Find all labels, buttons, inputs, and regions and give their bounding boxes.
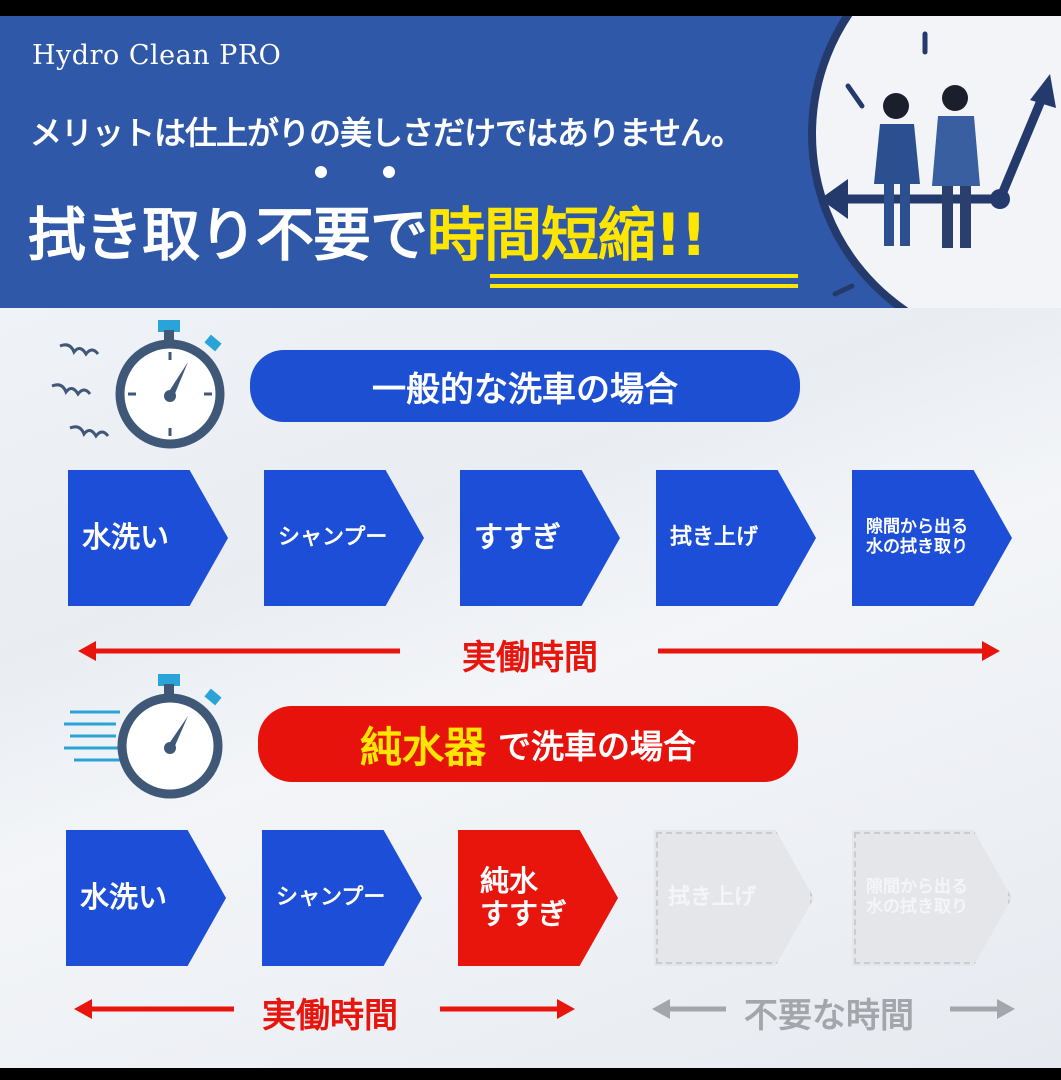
headline: 拭き取り不要で時間短縮!! (28, 188, 707, 272)
headline-yellow: 時間短縮!! (427, 201, 707, 269)
step-wipe-gaps-unneeded: 隙間から出る 水の拭き取り (852, 830, 1012, 966)
pure-water-device-highlight: 純水器 (359, 722, 486, 772)
step-shampoo: シャンプー (264, 470, 424, 606)
headline-white: 拭き取り不要で (28, 201, 428, 269)
pure-water-wash-title: 純水器で洗車の場合 (258, 706, 798, 782)
step-wipe: 拭き上げ (656, 470, 816, 606)
normal-wash-title: 一般的な洗車の場合 (250, 350, 800, 422)
working-time-label: 実働時間 (462, 638, 598, 678)
pure-water-title-rest: で洗車の場合 (498, 727, 696, 766)
step-final-rinse: すすぎ (460, 470, 620, 606)
fast-stopwatch-icon (64, 674, 223, 799)
brand-name: Hydro Clean PRO (32, 40, 282, 71)
step-wipe-gaps: 隙間から出る 水の拭き取り (852, 470, 1012, 606)
step-wipe-unneeded: 拭き上げ (654, 830, 814, 966)
clock-hands-and-people-illustration (820, 31, 1056, 297)
step-rinse: 水洗い (68, 470, 228, 606)
time-comparison-arrows (74, 999, 1015, 1019)
stopwatch-icon (51, 320, 225, 449)
step-rinse: 水洗い (66, 830, 226, 966)
working-time-label: 実働時間 (262, 996, 398, 1036)
header-banner: Hydro Clean PRO メリットは仕上がりの美しさだけではありません。 … (0, 16, 1061, 308)
subtitle: メリットは仕上がりの美しさだけではありません。 (30, 114, 743, 152)
step-pure-water-rinse: 純水 すすぎ (458, 830, 618, 966)
infographic: Hydro Clean PRO メリットは仕上がりの美しさだけではありません。 … (0, 16, 1061, 1068)
headline-underline (490, 274, 798, 278)
headline-underline (490, 284, 798, 288)
emphasis-dot (315, 166, 327, 178)
emphasis-dot (383, 166, 395, 178)
working-time-arrow (78, 641, 1000, 661)
unneeded-time-label: 不要な時間 (744, 996, 914, 1036)
step-shampoo: シャンプー (262, 830, 422, 966)
